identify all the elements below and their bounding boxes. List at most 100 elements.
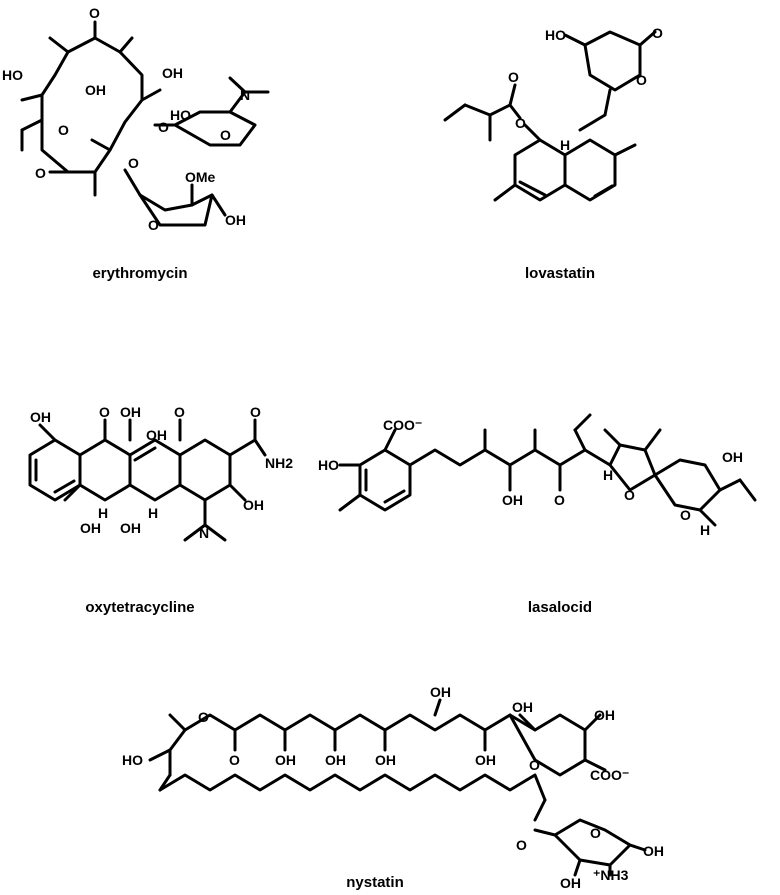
nystatin-carboxylate: [583, 758, 607, 772]
lasalocid-ethyl-2: [573, 413, 592, 432]
erythromycin-label-o-ester: O: [58, 122, 69, 138]
erythromycin-methyl-3: [20, 93, 44, 102]
erythromycin-name: erythromycin: [92, 265, 187, 282]
erythromycin-label-o-ketone: O: [89, 5, 100, 21]
lasalocid-methyl: [338, 493, 362, 512]
lovastatin-ester-c: [508, 103, 522, 120]
erythromycin-label-n: N: [240, 87, 250, 103]
nystatin-label-oh-2: OH: [325, 752, 346, 768]
nystatin-label-oh-sugar: OH: [643, 843, 664, 859]
lasalocid-label-ho: HO: [318, 457, 339, 473]
lovastatin-ho-bond: [563, 33, 587, 47]
lovastatin-sidechain-3: [443, 103, 467, 122]
lasalocid-thp-ring: [653, 458, 722, 512]
erythromycin-label-ho: HO: [2, 67, 23, 83]
lasalocid-thf-ring: [608, 443, 657, 492]
lovastatin-label-o-ring: O: [636, 72, 647, 88]
lasalocid-chain: [408, 448, 612, 467]
nystatin-sugar-oh-2: [573, 858, 582, 877]
oxytetracycline-label-oh-1: OH: [30, 409, 51, 425]
oxytetracycline-amide-1: [228, 438, 257, 457]
oxytetracycline-label-h-2: H: [148, 505, 158, 521]
nystatin-label-o-ring: O: [529, 757, 540, 773]
nystatin-label-ho-left: HO: [122, 752, 143, 768]
nystatin-label-oh-1: OH: [275, 752, 296, 768]
lasalocid-thp-ethyl-2: [738, 478, 757, 502]
oxytetracycline-methyl: [63, 483, 82, 502]
nystatin-name: nystatin: [346, 874, 404, 891]
erythromycin-methyl-5: [140, 88, 162, 102]
erythromycin-desosamine-ring: [173, 110, 257, 147]
lasalocid-label-o-thf: O: [624, 487, 635, 503]
lovastatin-ring-b: [563, 138, 617, 202]
oxytetracycline-label-o-1: O: [99, 404, 110, 420]
lovastatin-alkene-a: [518, 180, 547, 197]
lovastatin-sidechain-1: [488, 103, 512, 117]
lasalocid-structure: COO⁻ HO OH O H O OH O H lasalocid: [318, 413, 757, 616]
lasalocid-thf-ethyl: [643, 428, 662, 452]
lovastatin-label-o-ester-co: O: [508, 69, 519, 85]
oxytetracycline-enol: [133, 446, 157, 462]
oxytetracycline-oh-3: [228, 483, 247, 502]
erythromycin-methyl-6: [90, 138, 112, 152]
lovastatin-linker-2: [578, 113, 607, 132]
lovastatin-lactone-ring: [583, 30, 642, 92]
erythromycin-ethyl-1: [20, 118, 44, 132]
nystatin-ring-oh-2: [583, 713, 602, 732]
lovastatin-alkene-b: [593, 184, 614, 198]
lasalocid-label-h-1: H: [603, 467, 613, 483]
oxytetracycline-label-n: N: [199, 525, 209, 541]
nystatin-left-oh: [148, 748, 172, 762]
oxytetracycline-label-o-2: O: [174, 404, 185, 420]
erythromycin-label-ho-sugar: HO: [170, 107, 191, 123]
lasalocid-label-o-ketone: O: [554, 492, 565, 508]
lovastatin-sidechain-2: [463, 103, 492, 117]
erythromycin-glycoside-2: [123, 168, 142, 197]
nystatin-label-coo: COO⁻: [590, 767, 629, 783]
nystatin-label-o-ester: O: [198, 709, 209, 725]
nystatin-label-nh3: ⁺NH3: [593, 867, 629, 883]
nystatin-hemiketal-ring: [508, 713, 587, 777]
nystatin-glyc-1: [533, 798, 547, 822]
lasalocid-label-h-2: H: [700, 522, 710, 538]
lovastatin-linker-1: [603, 88, 612, 117]
nystatin-structure: OH O O OH OH OH OH OH OH O COO⁻ HO O O O…: [122, 684, 664, 891]
lasalocid-carboxyl: [383, 428, 397, 452]
oxytetracycline-label-oh-3: OH: [146, 427, 167, 443]
nystatin-label-oh-top: OH: [430, 684, 451, 700]
erythromycin-methyl-2: [118, 36, 134, 54]
lovastatin-methyl-2: [493, 183, 517, 202]
lovastatin-ester-o: [523, 123, 542, 142]
oxytetracycline-nme-1: [183, 523, 207, 542]
lovastatin-label-ho: HO: [545, 27, 566, 43]
nystatin-label-oh-ring: OH: [512, 699, 533, 715]
nystatin-label-oh-sugar-2: OH: [560, 875, 581, 891]
oxytetracycline-label-nh2: NH2: [265, 455, 293, 471]
nystatin-glyc-2: [533, 828, 557, 837]
lasalocid-thp-methyl: [698, 508, 717, 527]
oxytetracycline-label-oh-2: OH: [120, 404, 141, 420]
nystatin-label-oh-3: OH: [375, 752, 396, 768]
erythromycin-oh-bond: [210, 193, 227, 217]
lasalocid-label-oh: OH: [502, 492, 523, 508]
lasalocid-thp-ethyl-1: [718, 478, 742, 492]
erythromycin-label-o-clad: O: [148, 217, 159, 233]
oxytetracycline-label-oh-5: OH: [80, 520, 101, 536]
lovastatin-name: lovastatin: [525, 265, 595, 282]
lasalocid-label-oh-thp: OH: [722, 449, 743, 465]
nystatin-polyene: [158, 773, 547, 802]
oxytetracycline-ring-a: [178, 438, 232, 502]
erythromycin-methyl-1: [48, 36, 70, 54]
oxytetracycline-structure: OH O OH OH O O NH2 OH OH H OH H N oxytet…: [28, 404, 293, 616]
erythromycin-label-o-link: O: [158, 119, 169, 135]
erythromycin-label-oh-3: OH: [225, 212, 246, 228]
lasalocid-label-coo: COO⁻: [383, 417, 422, 433]
erythromycin-ring-bonds: [40, 36, 144, 174]
erythromycin-label-ome: OMe: [185, 169, 216, 185]
nystatin-ring-oh: [518, 713, 537, 732]
erythromycin-label-o-carbonyl: O: [35, 165, 46, 181]
oxytetracycline-nme-2: [203, 523, 227, 542]
oxytetracycline-label-o-3: O: [250, 404, 261, 420]
lasalocid-arom-2: [383, 489, 406, 504]
lasalocid-name: lasalocid: [528, 599, 592, 616]
